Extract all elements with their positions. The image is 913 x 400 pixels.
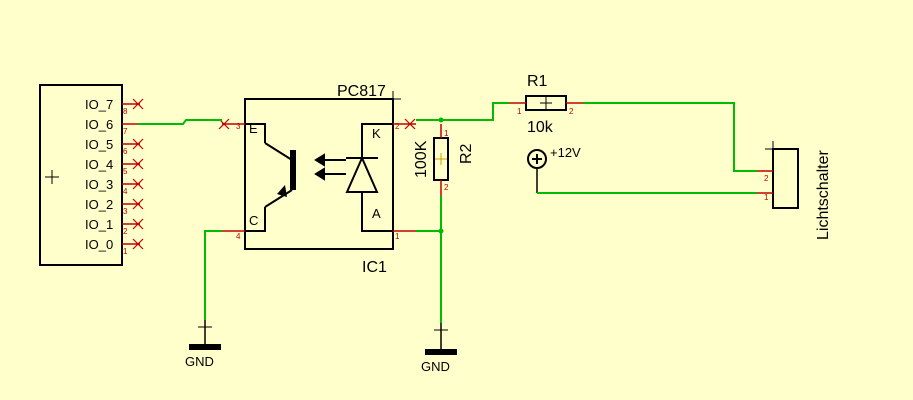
wire-r1-to-switch (583, 102, 757, 172)
ic1-pin-a-number: 1 (395, 232, 400, 241)
r1-value-label: 10k (527, 119, 554, 136)
connector-pin-io2[interactable]: IO_2 3 (85, 197, 144, 216)
io-connector[interactable]: IO_7 8IO_6 7IO_5 6IO_4 5IO_3 4IO_2 3IO_1 2IO_0 1 (39, 84, 144, 266)
ic1-internal-wiring (245, 123, 393, 232)
connector-pin-number: 7 (123, 127, 128, 136)
connector-pin-number: 6 (123, 147, 128, 156)
optocoupler-ic1[interactable]: PC817 IC1 E C K A 3 4 2 1 (218, 83, 416, 276)
light-emission-arrows (314, 153, 346, 181)
r2-ref-label: R2 (458, 143, 475, 164)
ic1-part-label: PC817 (337, 83, 386, 100)
r2-pin1-number: 1 (444, 129, 449, 138)
connector-pin-label: IO_1 (85, 217, 113, 232)
connector-pin-io3[interactable]: IO_3 4 (85, 177, 144, 196)
connector-pin-number: 8 (123, 107, 128, 116)
ic1-pin-k-label: K (372, 126, 381, 141)
junction-r2-bottom (438, 228, 444, 234)
ic1-pin-a-label: A (372, 206, 381, 221)
light-switch-connector[interactable]: 2 1 Lichtschalter (757, 141, 832, 240)
connector-pin-nc-cross (132, 158, 144, 170)
resistor-r2[interactable]: 1 2 100K R2 (413, 124, 475, 196)
junction-dots (438, 117, 444, 234)
switch-label: Lichtschalter (815, 150, 832, 240)
r1-ref-label: R1 (527, 73, 548, 90)
gnd-left-bar (189, 344, 221, 350)
connector-pin-nc-cross (132, 218, 144, 230)
switch-body (772, 148, 799, 209)
connector-pin-io7[interactable]: IO_7 8 (85, 97, 144, 116)
connector-pin-number: 3 (123, 207, 128, 216)
connector-pin-nc-cross (132, 178, 144, 190)
gnd-left-label: GND (185, 354, 214, 369)
r2-value-label: 100K (413, 140, 430, 178)
gnd-right-label: GND (421, 359, 450, 374)
junction-r2-top (438, 117, 444, 123)
ic1-pin-c-number: 4 (236, 232, 241, 241)
r1-pin1-number: 1 (517, 107, 522, 116)
r2-pin2-number: 2 (444, 183, 449, 192)
connector-pin-io5[interactable]: IO_5 6 (85, 137, 144, 156)
connector-pin-number: 5 (123, 167, 128, 176)
connector-pin-label: IO_3 (85, 177, 113, 192)
connector-pin-label: IO_4 (85, 157, 113, 172)
connector-pin-number: 4 (123, 187, 128, 196)
supply-label: +12V (550, 145, 581, 160)
ic1-pin-e-label: E (249, 121, 258, 136)
connector-pin-nc-cross (132, 98, 144, 110)
gnd-left[interactable]: GND (185, 320, 221, 369)
connector-pin-io4[interactable]: IO_4 5 (85, 157, 144, 176)
wires (138, 102, 757, 323)
ic1-pin-e-number: 3 (236, 122, 241, 131)
connector-pin-nc-cross (132, 138, 144, 150)
ic1-body (244, 98, 394, 250)
ic1-pin-c-label: C (249, 213, 258, 228)
switch-pin2-number: 2 (764, 174, 769, 183)
connector-pin-io1[interactable]: IO_1 2 (85, 217, 144, 236)
switch-pin1-number: 1 (764, 193, 769, 202)
phototransistor-symbol (264, 142, 296, 208)
gnd-right[interactable]: GND (421, 323, 457, 374)
connector-pin-label: IO_7 (85, 97, 113, 112)
wire-ic1-k-to-r1 (416, 102, 509, 121)
ic1-ref-label: IC1 (362, 259, 387, 276)
r1-pin2-number: 2 (569, 107, 574, 116)
connector-pin-io6[interactable]: IO_6 7 (85, 117, 140, 136)
connector-pin-io0[interactable]: IO_0 1 (85, 237, 144, 256)
resistor-r1[interactable]: 1 2 R1 10k (509, 73, 583, 136)
wire-ic1-c-to-gnd-left (204, 230, 222, 320)
ic1-pin-k-nc-cross (404, 118, 416, 130)
wire-io6-to-ic1-e (138, 119, 222, 125)
connector-pin-number: 1 (123, 247, 128, 256)
connector-pin-nc-cross (132, 238, 144, 250)
connector-pin-number: 2 (123, 227, 128, 236)
connector-body (39, 84, 123, 266)
gnd-right-bar (425, 349, 457, 355)
connector-pin-label: IO_0 (85, 237, 113, 252)
ic1-pin-k-number: 2 (395, 122, 400, 131)
connector-pin-label: IO_2 (85, 197, 113, 212)
led-diode-symbol (345, 143, 379, 193)
connector-pin-nc-cross (132, 198, 144, 210)
supply-12v[interactable]: +12V (527, 145, 581, 193)
connector-pin-label: IO_6 (85, 117, 113, 132)
connector-pin-label: IO_5 (85, 137, 113, 152)
